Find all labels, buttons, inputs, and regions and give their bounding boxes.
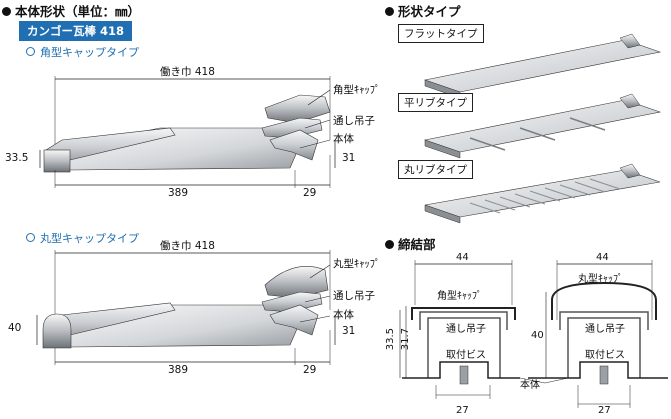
square-working-width: 働き巾 418 — [160, 66, 215, 78]
fastening-square-drawing — [399, 260, 520, 399]
fastening-square-screw-label: 取付ビス — [446, 350, 486, 361]
bullet-icon — [385, 7, 394, 16]
round-dim-right-height: 31 — [342, 325, 356, 337]
round-dim-base: 389 — [168, 364, 189, 376]
body-shape-heading: 本体形状（単位：㎜） — [2, 1, 140, 20]
fastening-square-dim-base: 27 — [456, 405, 469, 416]
round-cap-title: 丸型キャップタイプ — [26, 230, 139, 246]
square-callout-body: 本体 — [333, 133, 354, 145]
square-dim-right-width: 29 — [303, 187, 317, 199]
square-dim-right-height: 31 — [342, 152, 356, 164]
round-callout-clip: 通し吊子 — [333, 290, 375, 302]
fastening-square-width: 44 — [456, 252, 469, 263]
round-callout-cap: 丸型ｷｬｯﾌﾟ — [333, 258, 381, 270]
bullet-icon — [2, 7, 11, 16]
fastening-round-cap-label: 丸型ｷｬｯﾌﾟ — [578, 274, 623, 285]
circle-bullet-icon — [26, 47, 35, 56]
square-dim-height: 33.5 — [5, 152, 29, 164]
fastening-round-drawing — [519, 260, 668, 408]
circle-bullet-icon — [26, 233, 35, 242]
fastening-heading: 締結部 — [385, 234, 436, 253]
shape-flat-drawing — [423, 33, 662, 99]
fastening-round-screw-label: 取付ビス — [585, 350, 625, 361]
product-badge: カンゴー瓦棒 418 — [19, 21, 133, 41]
fastening-square-dim-inner: 31.7 — [400, 328, 411, 351]
fastening-square-cap-label: 角型ｷｬｯﾌﾟ — [437, 291, 482, 302]
round-working-width: 働き巾 418 — [160, 240, 215, 252]
shape-types-heading: 形状タイプ — [385, 1, 461, 20]
fastening-round-width: 44 — [596, 252, 609, 263]
fastening-square-dim-outer: 33.5 — [385, 328, 396, 351]
round-dim-right-width: 29 — [303, 364, 317, 376]
bullet-icon — [385, 240, 394, 249]
round-dim-height: 40 — [8, 322, 22, 334]
shape-flat-rib-drawing — [423, 93, 662, 159]
fastening-square-clip-label: 通し吊子 — [446, 324, 486, 335]
shape-type-flat-rib: 平リブタイプ — [398, 93, 473, 112]
fastening-round-dim-base: 27 — [598, 405, 611, 416]
round-cap-panel-drawing — [36, 250, 336, 365]
shape-type-flat: フラットタイプ — [398, 24, 484, 43]
shape-type-round-rib: 丸リブタイプ — [398, 160, 473, 179]
square-callout-clip: 通し吊子 — [333, 115, 375, 127]
square-dim-base: 389 — [168, 187, 189, 199]
fastening-body-label: 本体 — [520, 380, 540, 391]
square-cap-title: 角型キャップタイプ — [26, 44, 139, 60]
fastening-round-clip-label: 通し吊子 — [585, 324, 625, 335]
fastening-round-dim-height: 40 — [531, 330, 544, 341]
shape-round-rib-drawing — [424, 163, 661, 224]
round-callout-body: 本体 — [333, 309, 354, 321]
square-cap-panel-drawing — [39, 76, 336, 188]
square-callout-cap: 角型ｷｬｯﾌﾟ — [333, 84, 381, 96]
